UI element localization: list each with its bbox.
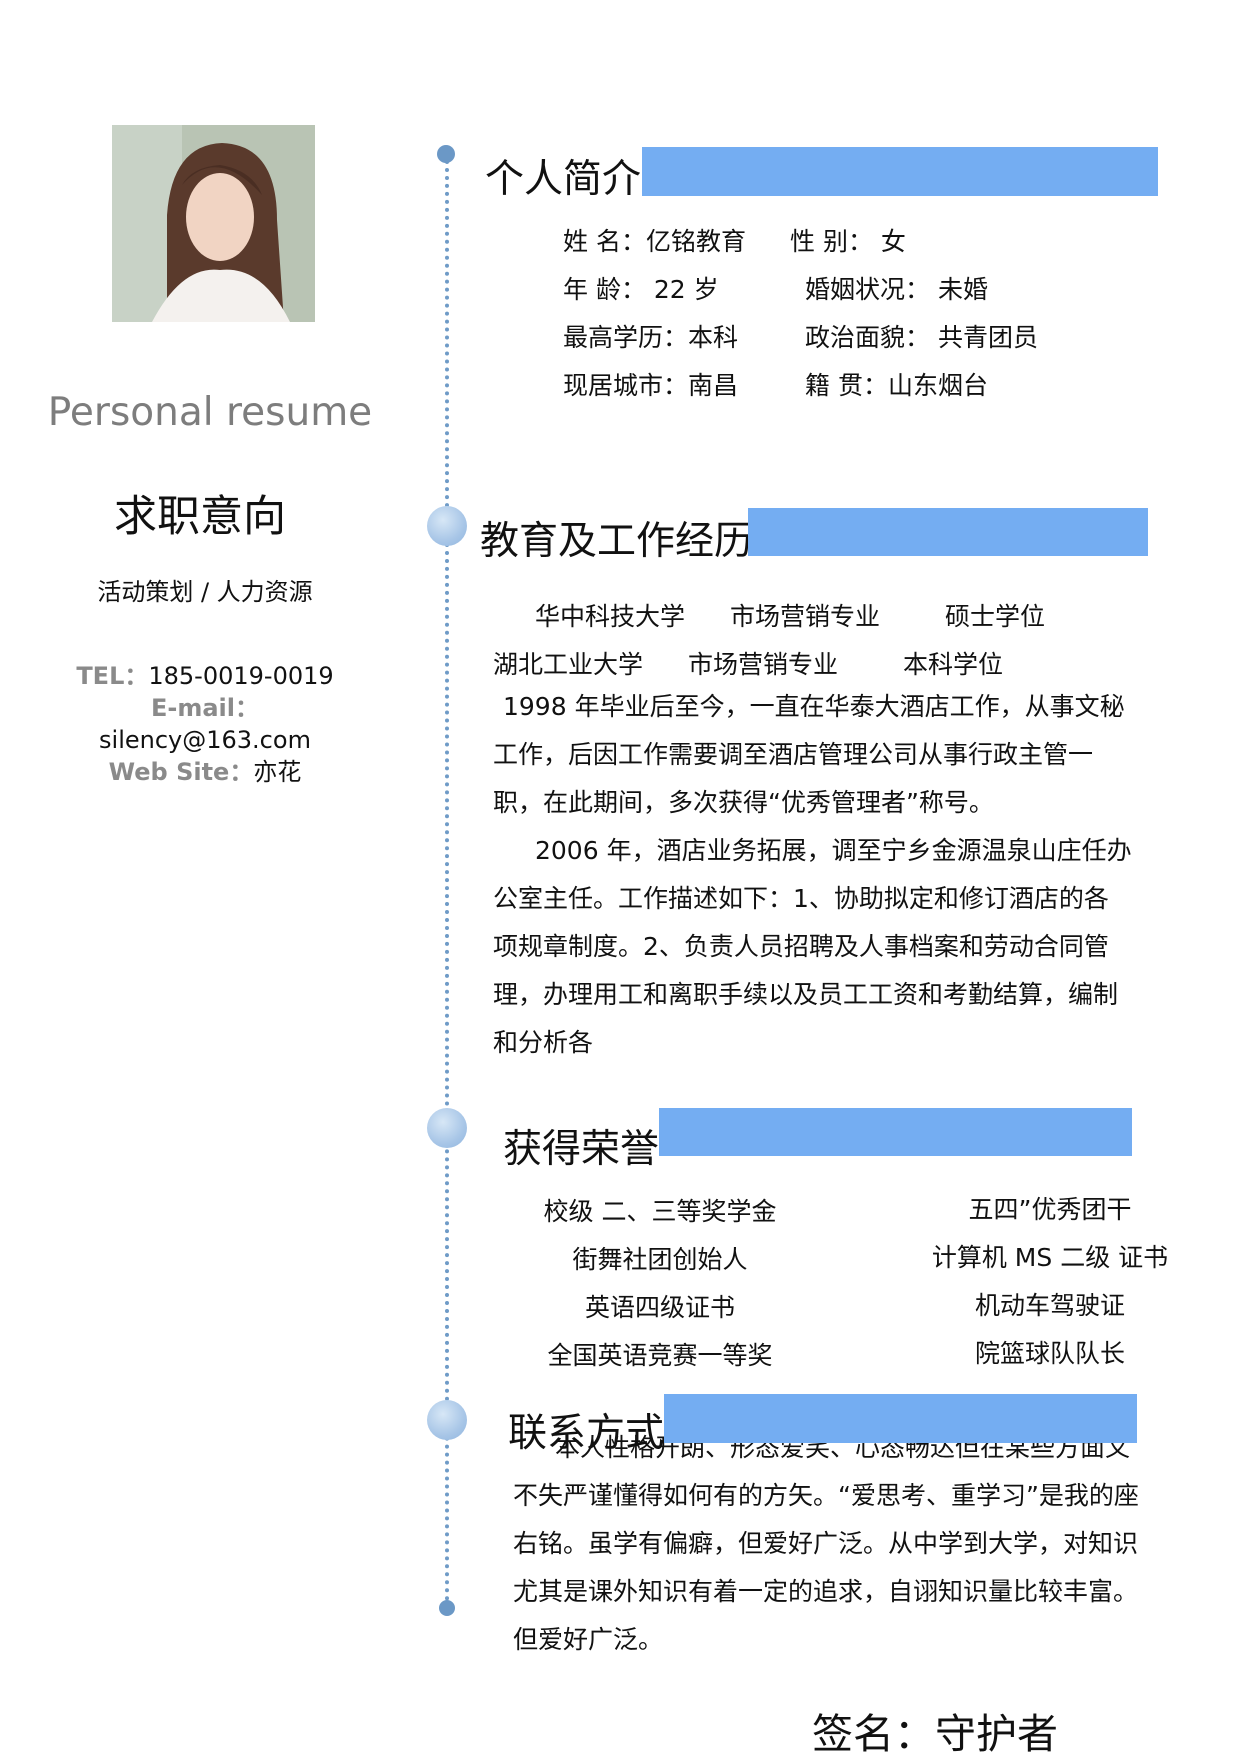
contact-text-box: 本人性格开朗、形态爱笑、心态畅达但在某些方面又不失严谨懂得如何有的方矢。“爱思考… — [513, 1424, 1153, 1664]
portrait-image — [112, 125, 315, 322]
profile-photo — [112, 125, 315, 322]
profile-name: 姓 名：亿铭教育 — [563, 227, 746, 256]
contact-info: TEL：185-0019-0019 E-mail： silency@163.co… — [70, 660, 340, 815]
edu1-school: 华中科技大学 — [535, 602, 686, 631]
experience-paragraph-1: 1998 年毕业后至今，一直在华泰大酒店工作，从事文秘工作，后因工作需要调至酒店… — [493, 692, 1125, 817]
section-bar-profile — [642, 147, 1158, 196]
timeline-node-education — [427, 506, 467, 546]
contact-paragraph: 本人性格开朗、形态爱笑、心态畅达但在某些方面又不失严谨懂得如何有的方矢。“爱思考… — [513, 1433, 1139, 1654]
email-line: E-mail： silency@163.com — [70, 692, 340, 756]
honor-item: 院篮球队队长 — [974, 1339, 1125, 1368]
personal-resume-title: Personal resume — [47, 390, 373, 435]
experience-text-box: 1998 年毕业后至今，一直在华泰大酒店工作，从事文秘工作，后因工作需要调至酒店… — [493, 683, 1133, 1057]
section-title-profile: 个人简介 — [485, 157, 642, 202]
edu2-major: 市场营销专业 — [688, 650, 839, 679]
edu2-school: 湖北工业大学 — [493, 650, 644, 679]
section-bar-contact — [664, 1394, 1137, 1443]
website-line: Web Site：亦花 — [70, 756, 340, 788]
honors-right-list: 五四”优秀团干 计算机 MS 二级 证书 机动车驾驶证 院篮球队队长 — [920, 1190, 1180, 1368]
edu1-degree: 硕士学位 — [945, 602, 1046, 631]
website-value: 亦花 — [253, 758, 302, 786]
honors-left-list: 校级 二、三等奖学金 街舞社团创始人 英语四级证书 全国英语竞赛一等奖 — [520, 1192, 800, 1370]
experience-paragraph-2: 2006 年，酒店业务拓展，调至宁乡金源温泉山庄任办公室主任。工作描述如下：1、… — [493, 836, 1132, 1057]
profile-age: 年 龄： 22 岁 — [563, 275, 719, 304]
honor-item: 英语四级证书 — [584, 1293, 735, 1322]
edu2-degree: 本科学位 — [903, 650, 1004, 679]
profile-hometown: 籍 贯：山东烟台 — [805, 371, 988, 400]
tel-value: 185-0019-0019 — [148, 662, 334, 690]
tel-label: TEL： — [76, 662, 149, 690]
timeline-line — [445, 160, 449, 1610]
profile-political: 政治面貌： 共青团员 — [805, 323, 1038, 352]
tel-line: TEL：185-0019-0019 — [70, 660, 340, 692]
honor-item: 街舞社团创始人 — [572, 1245, 748, 1274]
signature: 签名：守护者 — [812, 1710, 1058, 1758]
timeline-node-honors — [427, 1108, 467, 1148]
website-label: Web Site： — [108, 758, 254, 786]
timeline-dot-top — [437, 145, 455, 163]
section-title-contact: 联系方式 — [508, 1411, 665, 1456]
profile-marital: 婚姻状况： 未婚 — [805, 275, 988, 304]
honor-item: 五四”优秀团干 — [968, 1195, 1132, 1224]
edu1-major: 市场营销专业 — [730, 602, 881, 631]
section-bar-honors — [659, 1108, 1132, 1156]
section-title-experience: 教育及工作经历 — [480, 519, 754, 564]
email-value: silency@163.com — [99, 726, 311, 754]
honor-item: 全国英语竞赛一等奖 — [547, 1341, 773, 1370]
timeline-dot-bottom — [439, 1600, 455, 1616]
profile-education: 最高学历：本科 — [563, 323, 739, 352]
honor-item: 校级 二、三等奖学金 — [543, 1197, 777, 1226]
section-bar-experience — [748, 508, 1148, 556]
profile-city: 现居城市：南昌 — [563, 371, 739, 400]
job-intent-heading: 求职意向 — [114, 492, 286, 542]
timeline-node-contact — [427, 1400, 467, 1440]
section-title-honors: 获得荣誉 — [503, 1127, 660, 1172]
email-label: E-mail： — [150, 694, 259, 722]
job-intent-value: 活动策划 / 人力资源 — [97, 578, 313, 606]
honor-item: 计算机 MS 二级 证书 — [931, 1243, 1169, 1272]
honor-item: 机动车驾驶证 — [974, 1291, 1125, 1320]
profile-gender: 性 别： 女 — [790, 227, 906, 256]
